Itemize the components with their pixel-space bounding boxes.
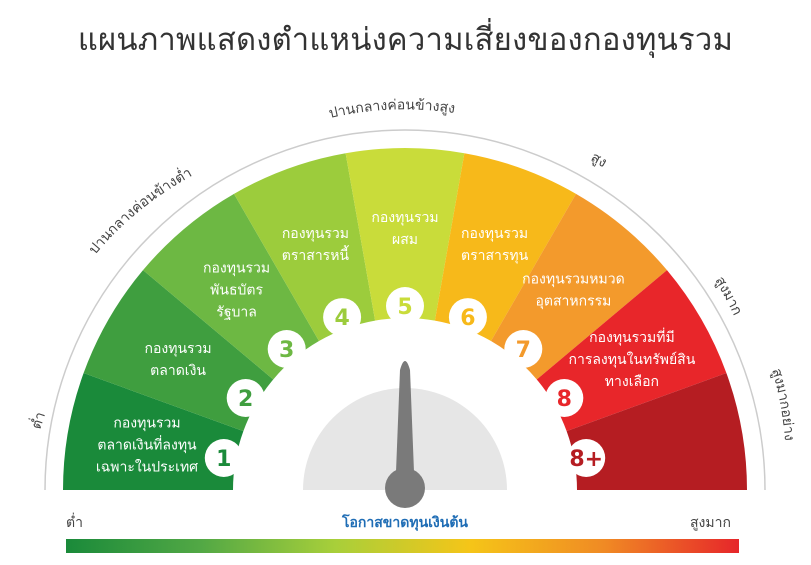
loss-chance-label: โอกาสขาดทุนเงินต้น xyxy=(342,515,468,531)
segment-label-line: ตลาดเงินที่ลงทุน xyxy=(97,436,197,454)
segment-label-line: พันธบัตร xyxy=(210,282,263,298)
risk-segment-1 xyxy=(63,373,244,490)
risk-number-badge xyxy=(267,330,306,368)
risk-number: 6 xyxy=(460,306,475,331)
risk-segment-8 xyxy=(536,270,727,432)
segment-label-line: ผสม xyxy=(392,232,418,248)
risk-numbers: 1 2 3 4 5 6 7 8 8+ xyxy=(204,287,606,477)
segment-label-line: เฉพาะในประเทศ xyxy=(96,459,198,476)
segment-label-line: อุตสาหกรรม xyxy=(535,293,611,309)
segment-label-line: กองทุนรวม xyxy=(145,341,212,357)
loss-scale-high-label: สูงมาก xyxy=(690,515,731,531)
risk-number-badge xyxy=(567,439,606,477)
risk-segment-2 xyxy=(83,270,274,432)
segment-label-line: กองทุนรวมหมวด xyxy=(522,271,625,287)
risk-number: 8+ xyxy=(569,447,603,472)
risk-number-badge xyxy=(226,379,265,417)
segment-label-line: กองทุนรวม xyxy=(282,226,349,242)
risk-number-badge xyxy=(545,379,584,417)
outer-ring-arc xyxy=(44,129,766,491)
risk-segment-7 xyxy=(491,193,667,380)
segment-label-line: การลงทุนในทรัพย์สิน xyxy=(569,351,696,368)
segment-label-line: รัฐบาล xyxy=(216,304,257,320)
risk-number: 1 xyxy=(216,447,231,472)
segment-label-line: กองทุนรวม xyxy=(203,260,270,276)
segment-label-line: กองทุนรวม xyxy=(371,210,438,226)
segment-label-line: ตราสารทุน xyxy=(461,248,529,264)
risk-number-badge xyxy=(448,298,487,337)
segment-label-line: ตลาดเงิน xyxy=(150,363,206,379)
outer-label-high: สูง xyxy=(588,149,609,171)
needle-hub xyxy=(385,468,425,508)
risk-number-badge xyxy=(386,287,424,325)
risk-number-badge xyxy=(323,298,362,337)
gauge-needle xyxy=(396,361,414,472)
risk-gradient-bar xyxy=(66,539,739,553)
risk-segment-9 xyxy=(566,373,747,490)
segment-label-line: กองทุนรวม xyxy=(461,226,528,242)
page-title: แผนภาพแสดงตำแหน่งความเสี่ยงของกองทุนรวม xyxy=(77,22,734,58)
outer-label-low: ต่ำ xyxy=(27,410,49,432)
risk-number: 4 xyxy=(334,306,349,331)
risk-number-badge xyxy=(504,330,543,368)
risk-number: 3 xyxy=(279,338,294,363)
risk-segment-4 xyxy=(234,153,376,342)
loss-scale-low-label: ต่ำ xyxy=(66,515,83,531)
segment-label-line: กองทุนรวมที่มี xyxy=(589,328,675,346)
risk-number-badge xyxy=(204,439,243,477)
dial-center xyxy=(245,330,565,508)
segment-label-line: ทางเลือก xyxy=(605,374,659,390)
segment-label-line: กองทุนรวม xyxy=(113,416,180,432)
outer-label-medium-high: ปานกลางค่อนข้างสูง xyxy=(327,97,456,122)
risk-number: 8 xyxy=(557,387,572,412)
risk-number: 5 xyxy=(397,295,412,320)
outer-ring xyxy=(44,129,766,491)
risk-segment-3 xyxy=(143,193,319,380)
risk-number: 7 xyxy=(516,338,531,363)
outer-label-very-high: สูงมาก xyxy=(712,274,745,318)
risk-segment-5 xyxy=(345,148,465,321)
risk-segment-6 xyxy=(434,153,576,342)
segment-label-line: ตราสารหนี้ xyxy=(282,245,350,264)
risk-number: 2 xyxy=(238,387,253,412)
